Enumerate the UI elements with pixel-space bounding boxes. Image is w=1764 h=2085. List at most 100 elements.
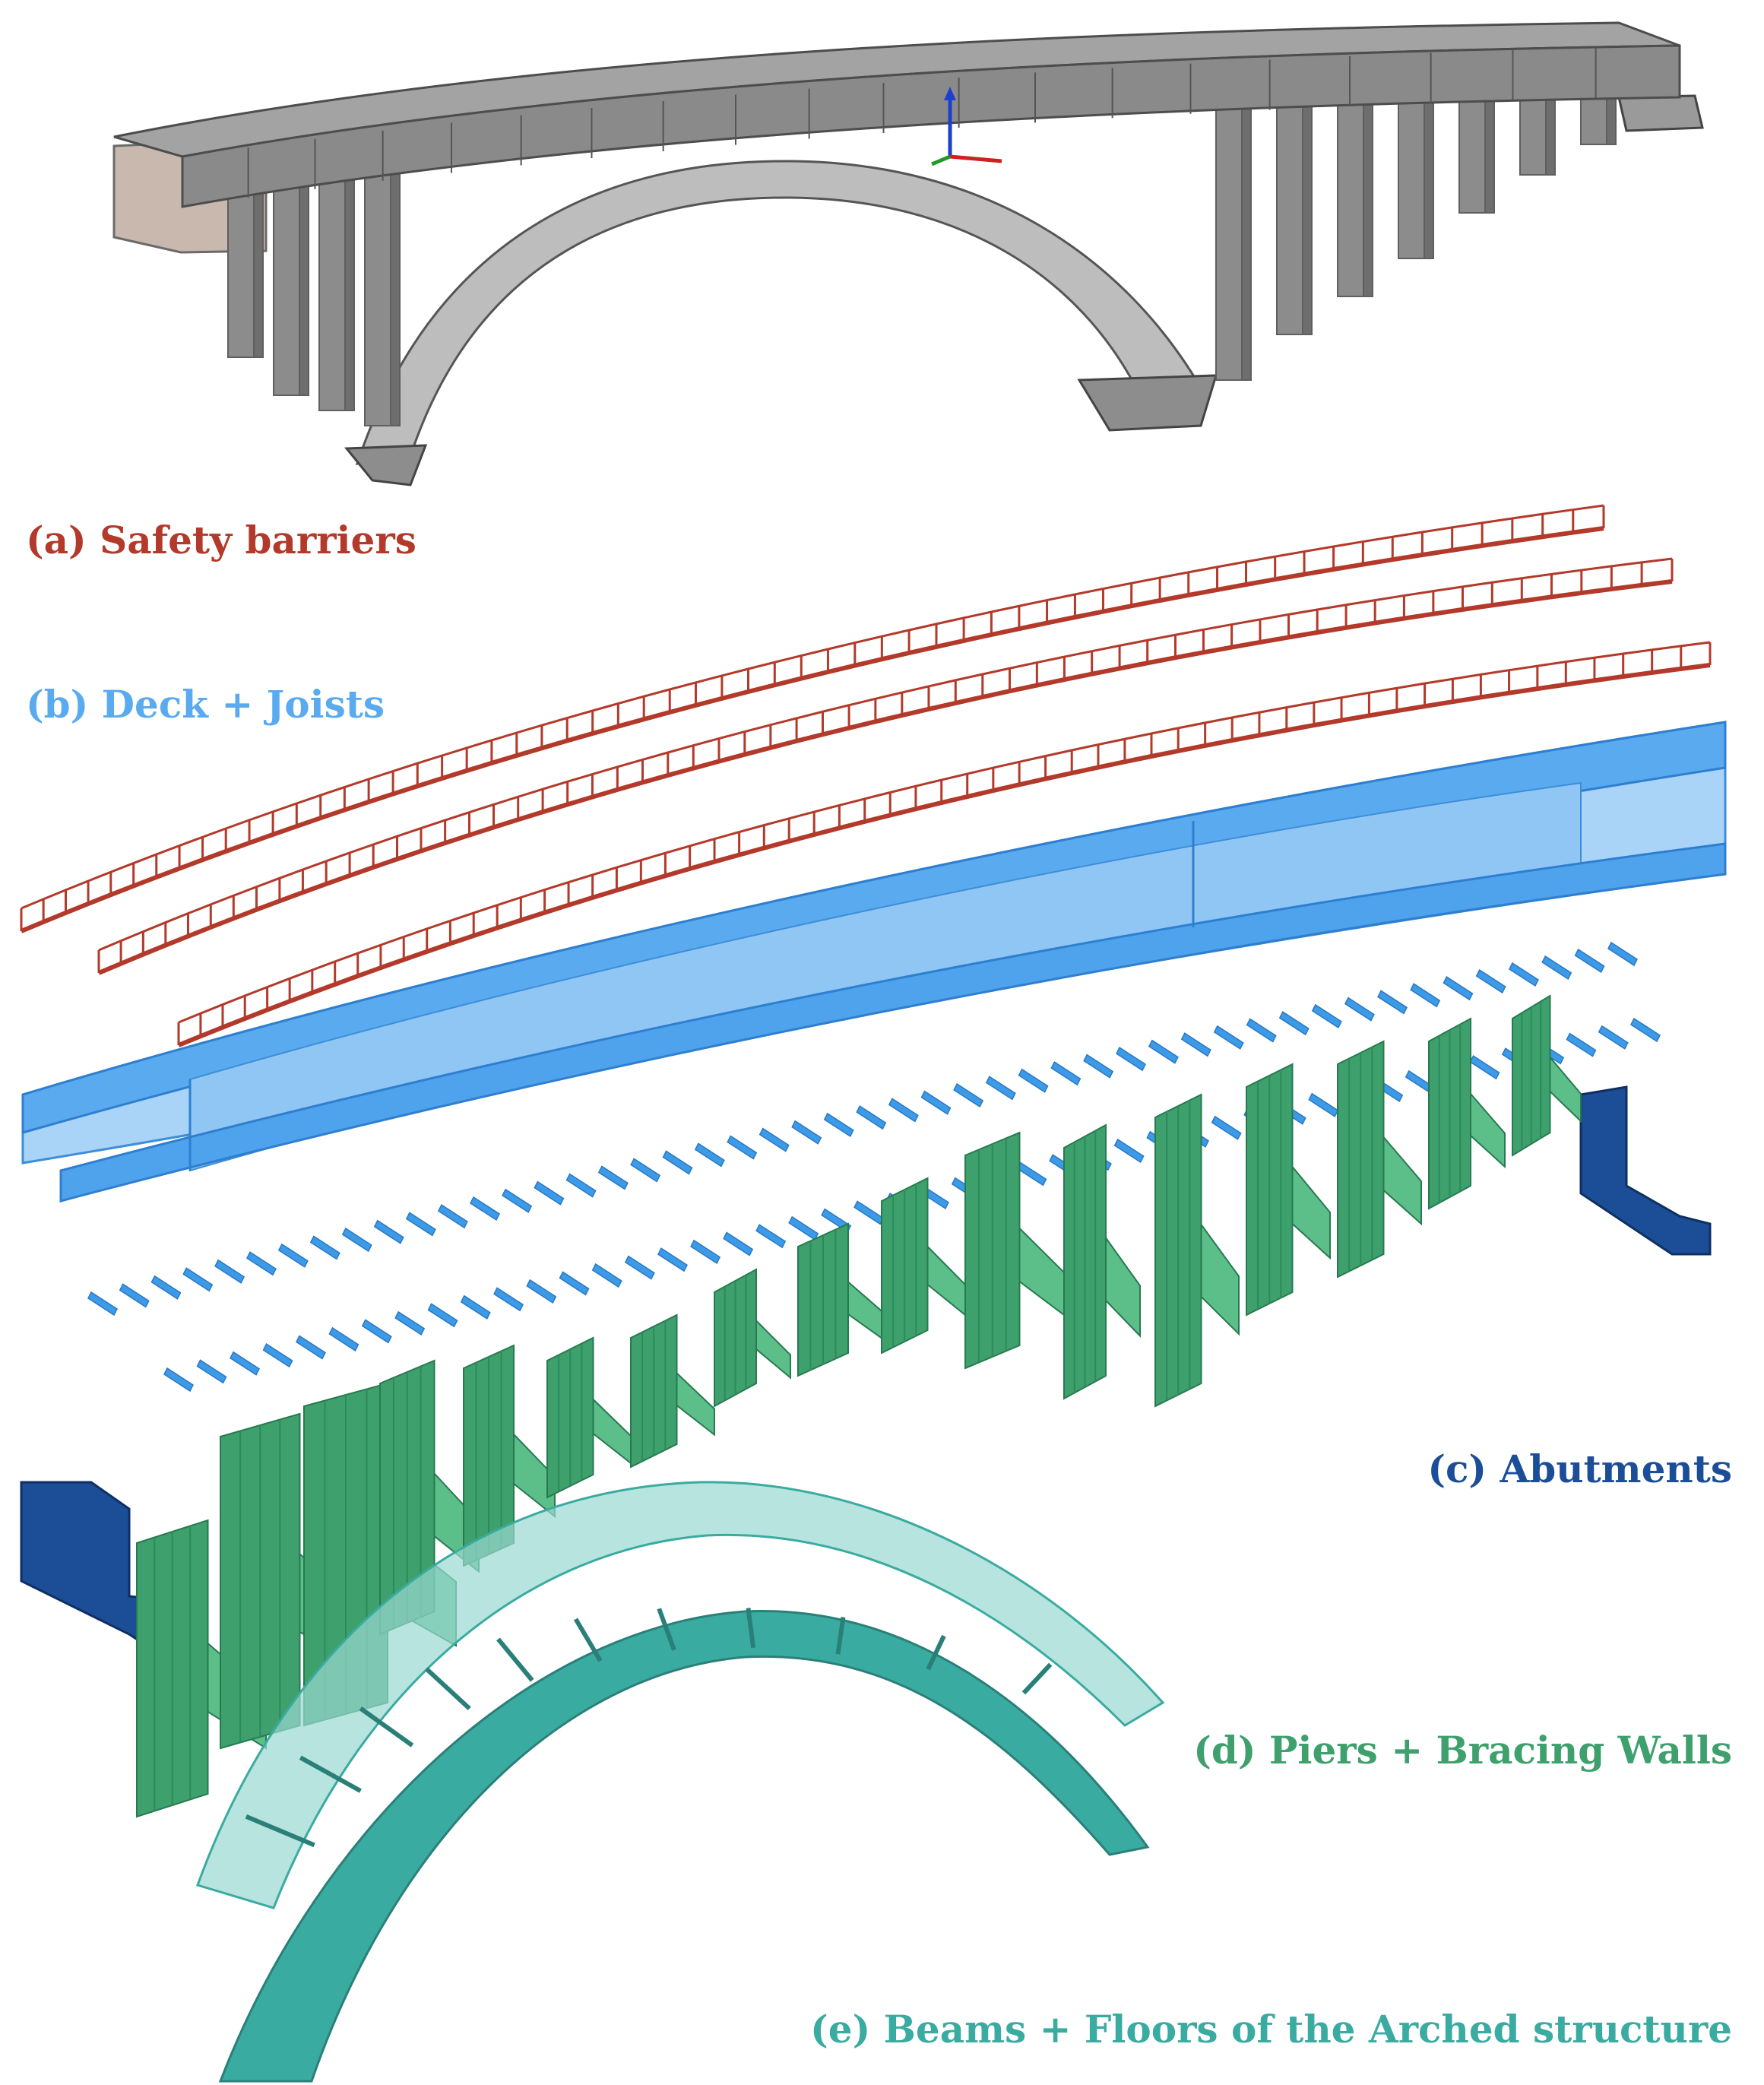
bracing-wall	[676, 1371, 715, 1437]
joist	[245, 1251, 277, 1276]
model-piers	[227, 63, 1617, 426]
joist	[182, 1267, 214, 1292]
arch-rib	[245, 1814, 315, 1848]
joist	[1278, 1011, 1310, 1036]
arch-rib	[496, 1637, 534, 1682]
assembled-bridge-model	[112, 21, 1704, 486]
bracing-wall	[1291, 1164, 1331, 1260]
model-pier-side	[344, 179, 355, 411]
joist	[791, 1120, 822, 1145]
arch-rib	[1021, 1662, 1053, 1695]
model-pier	[364, 168, 391, 426]
arch-rib	[746, 1608, 756, 1649]
bracing-wall	[1018, 1226, 1065, 1317]
joist	[1050, 1061, 1082, 1086]
joist	[1213, 1025, 1244, 1050]
abutment-right	[1579, 1085, 1712, 1256]
bracing-wall	[592, 1397, 632, 1466]
model-right-end-support	[1617, 94, 1704, 132]
joist	[1475, 968, 1506, 994]
axis-gizmo-icon	[931, 87, 1002, 166]
joist	[758, 1127, 790, 1152]
model-deck-joints	[247, 47, 1597, 198]
label-piers-bracing-walls: (d) Piers + Bracing Walls	[1193, 1728, 1732, 1773]
arch-rib	[657, 1608, 676, 1651]
joist	[309, 1235, 340, 1260]
joist	[502, 1188, 533, 1213]
joist	[196, 1359, 227, 1384]
joist	[1211, 1115, 1242, 1140]
bracing-wall	[1382, 1135, 1422, 1226]
label-abutments: (c) Abutments	[1427, 1447, 1732, 1491]
joist	[1016, 1161, 1047, 1187]
joist	[493, 1287, 524, 1312]
bracing-wall	[1549, 1055, 1582, 1123]
safety-barrier-rail	[20, 504, 1605, 933]
joist	[1443, 976, 1474, 1001]
label-arched-structure: (e) Beams + Floors of the Arched structu…	[810, 2007, 1732, 2052]
joist	[296, 1335, 326, 1360]
joist	[341, 1227, 372, 1253]
arch-floor-lower	[218, 1610, 1150, 2083]
joist	[1116, 1047, 1146, 1072]
model-pier	[1337, 75, 1364, 297]
deck-bottom-flange	[59, 842, 1727, 1203]
joist	[394, 1310, 426, 1336]
joist	[1630, 1017, 1661, 1043]
joist	[328, 1326, 359, 1351]
model-pier	[227, 185, 255, 358]
joist	[405, 1212, 436, 1237]
joist	[1344, 997, 1375, 1022]
joist	[1566, 1032, 1597, 1057]
safety-barrier-rail	[177, 641, 1712, 1047]
joist	[1311, 1003, 1342, 1028]
model-pier	[273, 180, 300, 396]
joist	[755, 1224, 787, 1249]
joist	[788, 1215, 819, 1241]
joist	[87, 1291, 118, 1317]
model-arch-footing-right	[1077, 374, 1218, 432]
joist	[723, 1231, 754, 1256]
model-arch	[355, 160, 1203, 465]
joist	[559, 1271, 590, 1296]
joist	[1018, 1068, 1049, 1093]
joist	[853, 1200, 885, 1225]
joist	[427, 1303, 458, 1328]
bracing-wall	[755, 1319, 791, 1380]
model-pier-side	[1302, 83, 1313, 335]
model-arch-footing-left	[344, 444, 428, 486]
joist	[953, 1082, 984, 1108]
model-pier	[318, 174, 346, 411]
joist	[662, 1150, 693, 1175]
model-pier-side	[1241, 86, 1252, 381]
joist	[373, 1219, 404, 1244]
joists-group	[87, 941, 1661, 1393]
joist	[823, 1112, 854, 1137]
joist	[214, 1259, 245, 1284]
joist	[1148, 1039, 1179, 1064]
joist	[1541, 955, 1572, 981]
joist	[597, 1165, 629, 1190]
arch-rib	[573, 1618, 603, 1662]
joist	[1246, 1018, 1277, 1043]
arch-beams-upper	[196, 1481, 1165, 1909]
model-pier-side	[1363, 80, 1373, 297]
bracing-wall	[1470, 1092, 1506, 1169]
joist	[460, 1294, 491, 1320]
joist	[727, 1135, 758, 1160]
joist	[591, 1263, 622, 1288]
joist	[690, 1239, 721, 1264]
joist	[856, 1105, 887, 1130]
joist	[624, 1255, 655, 1280]
joist	[630, 1158, 661, 1183]
model-pier-side	[299, 185, 309, 396]
bracing-wall	[1200, 1222, 1240, 1336]
arch-ribs	[245, 1608, 1053, 1848]
safety-barriers-group	[20, 504, 1712, 1047]
model-pier	[1276, 78, 1303, 335]
joist	[1308, 1092, 1339, 1117]
joist	[262, 1343, 293, 1368]
joist	[888, 1098, 919, 1123]
joist	[230, 1351, 261, 1376]
